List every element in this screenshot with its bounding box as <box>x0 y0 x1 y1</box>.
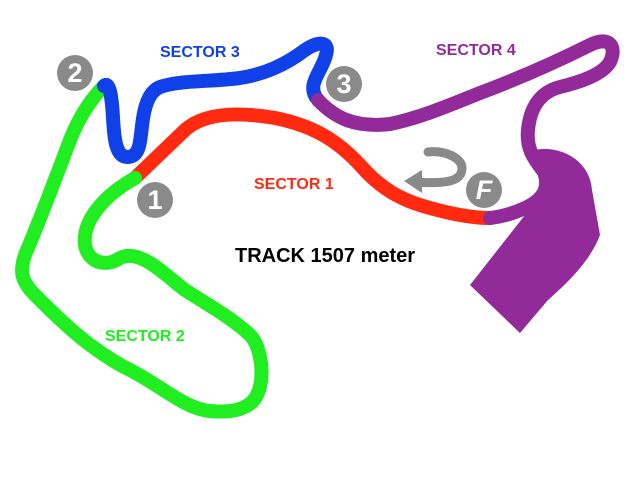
sector-1-label: SECTOR 1 <box>254 176 334 193</box>
sector-2-label: SECTOR 2 <box>105 328 185 345</box>
sector-2-path <box>15 79 269 419</box>
marker-2-text: 2 <box>67 57 83 88</box>
u-turn-arrow-icon <box>404 147 467 193</box>
marker-1-text: 1 <box>147 184 163 215</box>
track-title: TRACK 1507 meter <box>235 245 416 267</box>
marker-2: 2 <box>57 55 93 91</box>
marker-3: 3 <box>326 66 362 102</box>
marker-finish-text: F <box>475 174 493 205</box>
marker-3-text: 3 <box>336 68 352 99</box>
sector-1-path <box>128 107 497 225</box>
sector-3-path <box>97 36 334 164</box>
sector-4-label: SECTOR 4 <box>436 42 516 59</box>
marker-finish: F <box>466 172 502 208</box>
sector-4-path <box>311 34 620 225</box>
pit-area <box>470 149 600 333</box>
sector-3-label: SECTOR 3 <box>160 44 240 61</box>
marker-1: 1 <box>137 182 173 218</box>
